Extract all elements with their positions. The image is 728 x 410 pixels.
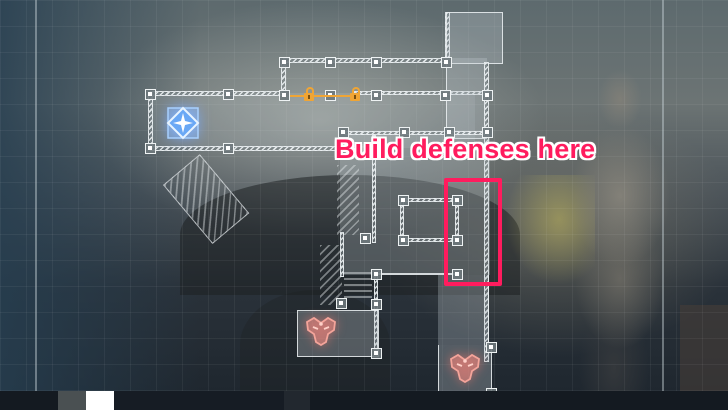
wall — [150, 146, 340, 151]
top-room — [446, 12, 503, 64]
wall-node — [370, 298, 382, 310]
annotation-text: Build defenses here — [335, 134, 596, 164]
wall-node — [370, 56, 382, 68]
wall-node — [481, 126, 493, 138]
enemy-spawn-icon[interactable] — [304, 316, 338, 346]
enemy-room-left — [297, 310, 379, 357]
bottom-bar-segment — [58, 391, 86, 410]
wall-node — [222, 142, 234, 154]
defense-highlight-box — [444, 178, 502, 286]
wall-node — [451, 194, 463, 206]
background-warrior-statue — [560, 65, 680, 410]
wall-node — [144, 142, 156, 154]
stairs — [344, 272, 372, 302]
wall-node — [451, 268, 463, 280]
wall-node — [370, 89, 382, 101]
wall-node — [278, 89, 290, 101]
wall-node — [370, 268, 382, 280]
wall — [372, 135, 376, 243]
lock-icon[interactable] — [350, 87, 360, 101]
wall-node — [397, 194, 409, 206]
bottom-bar-segment-active[interactable] — [86, 391, 114, 410]
wall-node — [440, 56, 452, 68]
bottom-bar-segment — [284, 391, 310, 410]
crystal-icon[interactable] — [166, 106, 200, 140]
enemy-spawn-icon[interactable] — [448, 353, 482, 383]
wall-node — [144, 88, 156, 100]
frame-line-left — [35, 0, 37, 391]
ramp-hatched — [337, 165, 359, 235]
wall — [283, 58, 448, 63]
wall-node — [222, 88, 234, 100]
wall — [148, 93, 153, 149]
frame-line-right — [662, 0, 664, 410]
wall-node — [335, 297, 347, 309]
wall-node — [451, 234, 463, 246]
wall — [150, 91, 230, 96]
wall — [229, 91, 284, 96]
enemy-corridor-right — [438, 275, 489, 345]
wall — [340, 232, 344, 277]
wall-node — [443, 126, 455, 138]
wall-node — [397, 234, 409, 246]
ramp-hatched — [320, 245, 342, 305]
bottom-bar — [0, 391, 728, 410]
center-hall — [340, 135, 490, 275]
ramp-hatched — [163, 154, 250, 244]
base-room — [150, 93, 475, 148]
wall-node — [370, 347, 382, 359]
locked-corridor — [290, 95, 354, 97]
wall-node — [485, 341, 497, 353]
background-left-shade — [0, 0, 200, 410]
wall-node — [398, 126, 410, 138]
wall-node — [337, 126, 349, 138]
wall-node — [439, 89, 451, 101]
wall-node — [278, 56, 290, 68]
lock-icon[interactable] — [304, 87, 314, 101]
background-tree — [240, 290, 390, 400]
background-hill — [180, 175, 520, 295]
enemy-room-right — [438, 345, 492, 394]
wall — [484, 62, 489, 362]
wall-node — [359, 232, 371, 244]
wall-thin — [376, 273, 458, 275]
wall-node — [481, 89, 493, 101]
bottom-bar-segment — [114, 391, 284, 410]
wall-node — [324, 56, 336, 68]
